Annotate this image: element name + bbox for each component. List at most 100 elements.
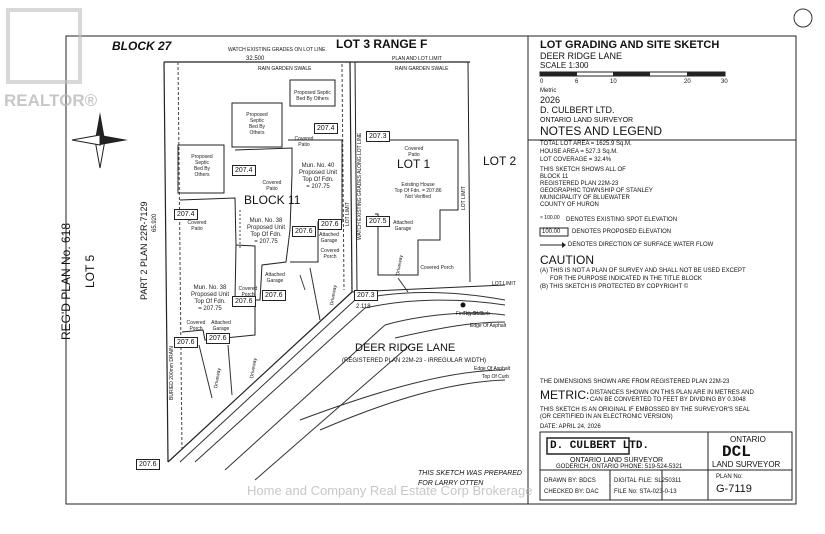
total-lot-area: TOTAL LOT AREA = 1625.9 Sq.M.	[540, 141, 632, 147]
scale-tick: 30	[721, 79, 728, 85]
shows-line: GEOGRAPHIC TOWNSHIP OF STANLEY	[540, 188, 653, 194]
garage-label: Attached Garage	[211, 320, 231, 332]
garage-label: Attached Garage	[393, 220, 413, 232]
house-area: HOUSE AREA = 527.3 Sq.M.	[540, 149, 618, 155]
metric-label: Metric	[540, 88, 557, 94]
road-registration-label: (REGISTERED PLAN 22M-23 - IRREGULAR WIDT…	[342, 358, 487, 364]
lot-limit-side-1: LOT LIMIT	[345, 202, 351, 226]
elevation-box: 207.6	[232, 296, 256, 307]
elevation-box: 207.3	[354, 290, 378, 301]
realtor-logo-mark	[6, 8, 82, 84]
notes-title: NOTES AND LEGEND	[540, 124, 663, 138]
left-dimension: 65.920	[152, 213, 158, 232]
caution-line: FOR THE PURPOSE INDICATED IN THE TITLE B…	[550, 276, 702, 282]
prepared-line: FOR LARRY OTTEN	[418, 480, 484, 487]
porch-label: Covered Porch	[420, 265, 454, 271]
metric-line: CAN BE CONVERTED TO FEET BY DIVIDING BY …	[590, 397, 746, 403]
elevation-box: 207.6	[174, 337, 198, 348]
shows-line: REGISTERED PLAN 22M-23	[540, 181, 619, 187]
garage-label: Attached Garage	[319, 232, 339, 244]
patio-label: Covered Patio	[187, 220, 207, 232]
metric-line: DISTANCES SHOWN ON THIS PLAN ARE IN METR…	[590, 390, 754, 396]
rain-garden-swale-1: RAIN GARDEN SWALE	[258, 66, 312, 72]
sketch-date: DATE: APRIL 24, 2026	[540, 424, 601, 430]
dim-2118: 2.118	[356, 304, 371, 310]
elevation-box: 207.4	[232, 165, 256, 176]
lot-1-label: LOT 1	[397, 157, 431, 171]
metric-title: METRIC:	[540, 388, 590, 402]
watch-grades-side: WATCH EXISTING GRADES ALONG LOT LINE	[357, 132, 363, 240]
legend-proposed-value: 100.00	[542, 229, 561, 235]
file-number: FILE No: STA-023-0-13	[614, 489, 677, 495]
elevation-box: 207.5	[366, 216, 390, 227]
year-label: 2026	[540, 95, 561, 105]
firm-address: GODERICH, ONTARIO PHONE: 519-524-5321	[556, 464, 683, 470]
part-2-plan-label: PART 2 PLAN 22R-7129	[139, 201, 149, 300]
elevation-box: 207.4	[314, 123, 338, 134]
caution-line: (B) THIS SKETCH IS PROTECTED BY COPYRIGH…	[540, 284, 689, 290]
buried-drain-label: BURIED 200mm DRAIN	[169, 346, 175, 400]
original-note: THIS SKETCH IS AN ORIGINAL IF EMBOSSED B…	[540, 407, 750, 413]
elevation-box: 207.3	[366, 131, 390, 142]
sketch-title: LOT GRADING AND SITE SKETCH	[540, 39, 720, 51]
shows-line: THIS SKETCH SHOWS ALL OF	[540, 167, 626, 173]
porch-label: Covered Porch	[186, 320, 206, 332]
brokerage-watermark: Home and Company Real Estate Corp Broker…	[247, 483, 533, 498]
patio-label: Covered Patio	[262, 180, 282, 192]
caution-title: CAUTION	[540, 253, 594, 267]
block-27-label: BLOCK 27	[112, 39, 172, 53]
elevation-box: 207.6	[262, 290, 286, 301]
top-curb-2: Top Of Curb	[482, 374, 509, 380]
lot-coverage: LOT COVERAGE = 32.4%	[540, 157, 612, 163]
edge-asphalt-1: Edge Of Asphalt	[470, 323, 507, 329]
lot-3-range-label: LOT 3 RANGE F	[336, 37, 428, 51]
firm-logo-sub: ONTARIO LAND SURVEYOR	[570, 457, 664, 464]
shows-line: COUNTY OF HURON	[540, 202, 599, 208]
lot-limit-bottom: LOT LIMIT	[492, 281, 516, 287]
elevation-box: 207.4	[174, 209, 198, 220]
legend-spot-value: × 100.00	[540, 215, 560, 221]
plan-number: G-7119	[716, 483, 752, 495]
scale-tick: 20	[684, 79, 691, 85]
scale-tick: 0	[540, 79, 544, 85]
legend-spot-text: DENOTES EXISTING SPOT ELEVATION	[566, 217, 678, 223]
dcl-logo: DCL	[722, 443, 751, 461]
legend-proposed-text: DENOTES PROPOSED ELEVATION	[572, 229, 672, 235]
ontario-label: ONTARIO	[730, 435, 766, 444]
scale-label: SCALE 1:300	[540, 61, 589, 70]
realtor-logo-text: REALTOR®	[4, 91, 98, 110]
legend-flow-text: DENOTES DIRECTION OF SURFACE WATER FLOW	[568, 242, 714, 248]
land-surveyor-label: LAND SURVEYOR	[712, 460, 781, 469]
plan-lot-limit-label: PLAN AND LOT LIMIT	[392, 56, 442, 62]
elevation-box: 207.6	[206, 333, 230, 344]
elevation-box: 207.6	[136, 459, 160, 470]
scale-tick: 10	[610, 79, 617, 85]
shows-line: MUNICIPALITY OF BLUEWATER	[540, 195, 630, 201]
elevation-box: 207.6	[292, 226, 316, 237]
firm-logo-name: D. CULBERT LTD.	[550, 440, 650, 452]
digital-file: DIGITAL FILE: SL250311	[614, 478, 682, 484]
watch-grades-top: WATCH EXISTING GRADES ON LOT LINE	[228, 47, 326, 53]
plan-number-label: PLAN No:	[716, 474, 743, 480]
scale-tick: 6	[575, 79, 579, 85]
lot-5-label: LOT 5	[83, 254, 97, 288]
firm-subtitle: ONTARIO LAND SURVEYOR	[540, 117, 634, 124]
fire-hydrant-label: Fire Hydrant	[456, 311, 484, 317]
original-note: (OR CERTIFIED IN AN ELECTRONIC VERSION)	[540, 414, 673, 420]
road-name-label: DEER RIDGE LANE	[355, 342, 456, 354]
patio-label: Covered Patio	[294, 136, 314, 148]
garage-label: Attached Garage	[265, 272, 285, 284]
top-curb-1: Top Of Curb	[463, 311, 490, 317]
shows-line: BLOCK 11	[540, 174, 569, 180]
lot-2-label: LOT 2	[483, 154, 517, 168]
porch-label: Covered Porch	[320, 248, 340, 260]
firm-name: D. CULBERT LTD.	[540, 105, 615, 115]
